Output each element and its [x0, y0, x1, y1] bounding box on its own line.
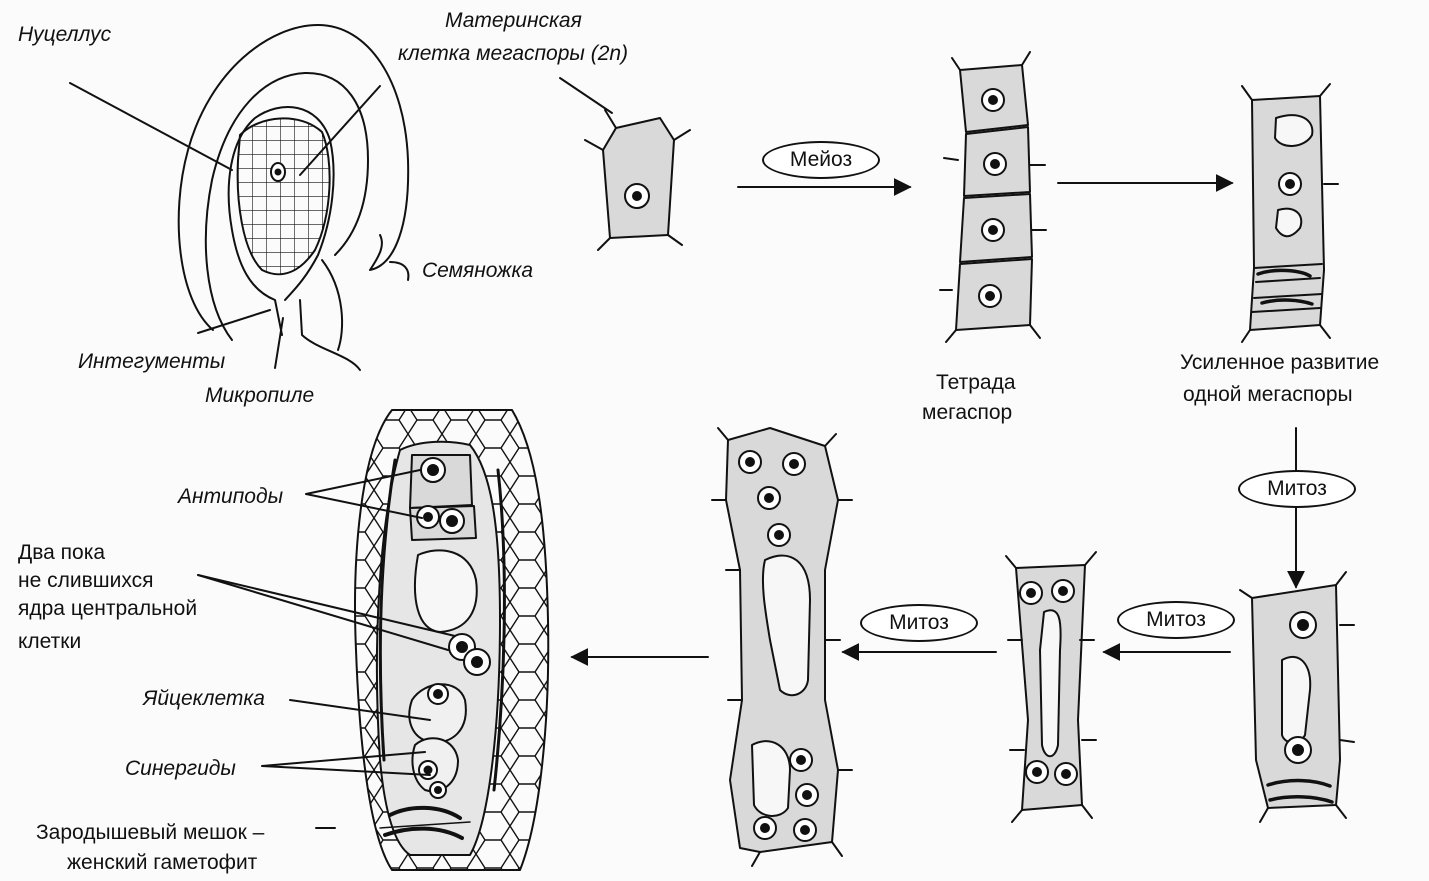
label-tetrad-line2: мегаспор	[922, 400, 1012, 425]
label-micropyle: Микропиле	[205, 383, 314, 408]
label-egg-cell: Яйцеклетка	[143, 686, 265, 711]
label-enhanced-line2: одной мегаспоры	[1183, 382, 1353, 407]
label-nuclei-line2: не слившихся	[18, 568, 153, 593]
label-nuclei-line3: ядра центральной	[18, 596, 197, 621]
label-antipodes: Антиподы	[178, 484, 283, 509]
pill-mitosis-down: Митоз	[1238, 470, 1356, 508]
pill-meiosis: Мейоз	[762, 141, 880, 179]
label-embryo-sac-line2: женский гаметофит	[67, 850, 257, 875]
pill-mitosis-left: Митоз	[860, 604, 978, 642]
megaspore-tetrad	[940, 52, 1046, 342]
label-mother-cell-line2: клетка мегаспоры (2n)	[398, 41, 628, 66]
label-integuments: Интегументы	[78, 349, 225, 374]
pill-mitosis-mid: Митоз	[1117, 601, 1235, 639]
label-nuclei-line4: клетки	[18, 629, 81, 654]
label-synergids: Синергиды	[125, 756, 236, 781]
label-tetrad-line1: Тетрада	[936, 370, 1016, 395]
label-embryo-sac-line1: Зародышевый мешок –	[36, 820, 264, 845]
label-funiculus: Семяножка	[422, 258, 533, 283]
label-mother-cell-line1: Материнская	[445, 8, 582, 33]
label-nucellus: Нуцеллус	[18, 22, 111, 47]
label-nuclei-line1: Два пока	[18, 540, 105, 565]
label-enhanced-line1: Усиленное развитие	[1180, 350, 1379, 375]
